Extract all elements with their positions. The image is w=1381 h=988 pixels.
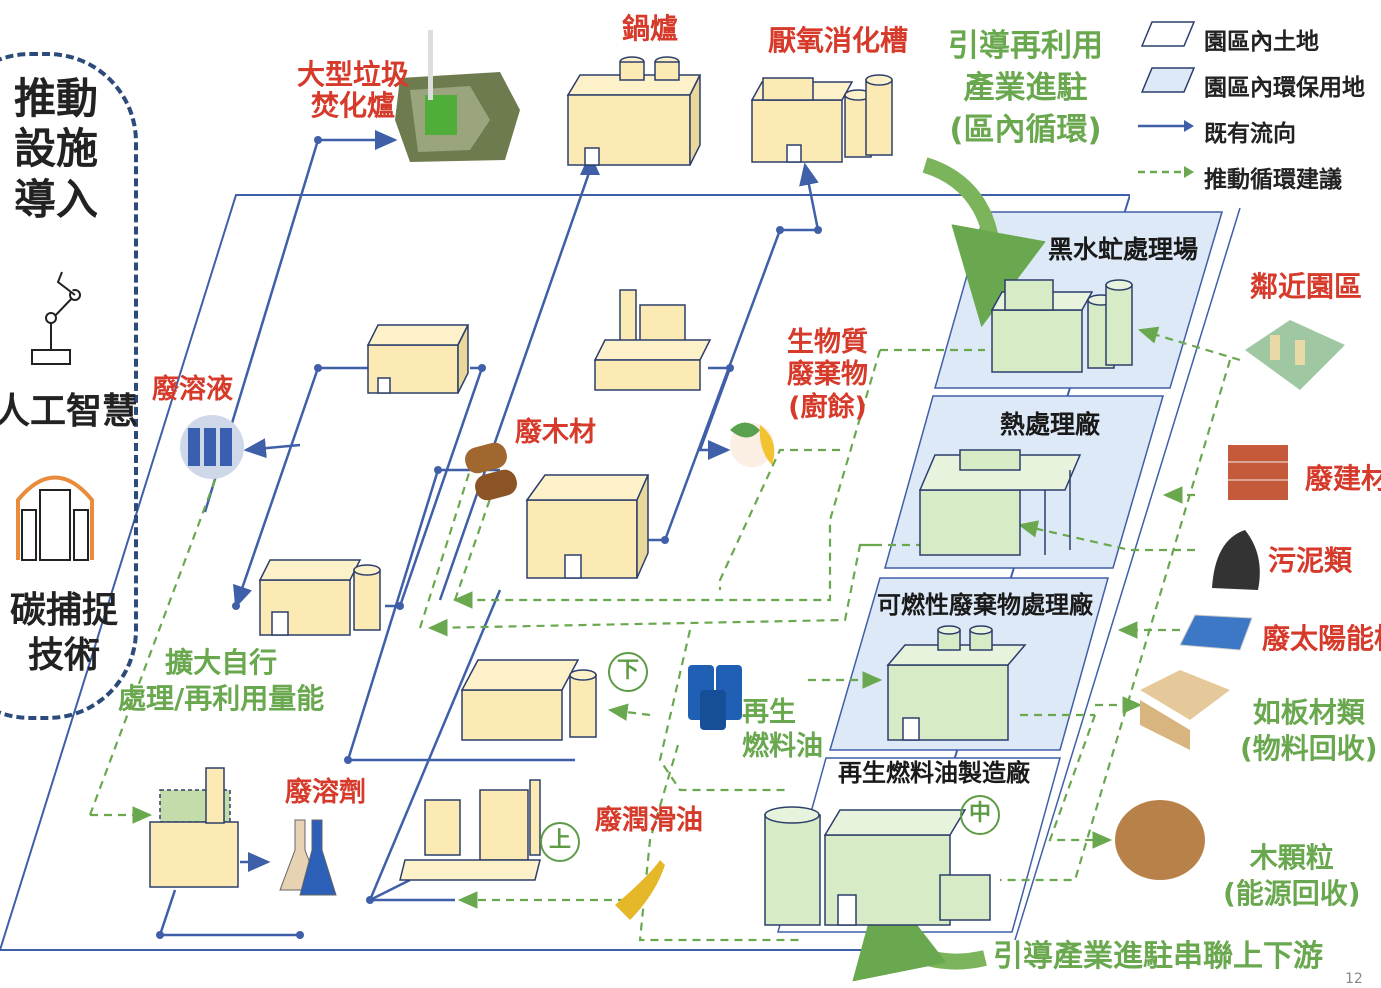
factory-complex [593,289,712,391]
legend-item-proposed-flow: 推動循環建議 [1130,158,1370,193]
anaerobic-label: 厭氧消化槽 [768,24,909,57]
expand-label: 擴大自行 處理/再利用量能 [118,646,325,716]
legend-item-park-land: 園區內土地 [1130,20,1370,55]
guide-label-bottom: 引導產業進駐串聯上下游 [993,939,1323,974]
nearby-park-label: 鄰近園區 [1250,270,1363,303]
plant-heat-title: 熱處理廠 [1000,410,1101,439]
guide-arrow-top [922,157,1046,328]
boiler-building [566,56,702,166]
nearby-park-image [1245,320,1345,390]
plant-regen-fuel-title: 再生燃料油製造廠 [838,759,1030,787]
waste-solvent-flasks [279,819,337,896]
solar-panel-image [1179,614,1253,651]
page-number: 12 [1345,971,1363,987]
incinerator-image [395,30,520,162]
guide-arrow-bottom [852,877,987,982]
carbon-capture-icon [16,475,94,561]
waste-solution-label: 廢溶液 [152,374,233,405]
plant-black-water [990,279,1133,373]
plant-heat [918,449,1082,556]
biomass-food [730,422,775,467]
plant-combustible [886,625,1027,741]
robot-arm-icon [31,271,81,365]
ai-label: 人工智慧 [0,391,139,432]
factory-left-mid [258,559,381,636]
pellets-label: 木顆粒 (能源回收) [1223,841,1361,911]
marker-up: 上 [540,822,580,862]
plant-regen-fuel [764,806,991,926]
factory-up [399,779,541,881]
sludge-image [1212,530,1260,590]
legend-item-eco-land: 園區內環保用地 [1130,66,1370,101]
boards-image [1140,670,1230,750]
regen-oil-drums [688,665,742,730]
factory-down [460,659,597,741]
waste-wood-label: 廢木材 [515,417,596,448]
guide-label-top: 引導再利用 產業進駐 (區內循環) [948,28,1103,148]
solar-panel-label: 廢太陽能板 [1262,622,1381,655]
carbon-capture-label: 碳捕捉 技術 [10,590,119,676]
plant-black-water-title: 黑水虻處理場 [1048,235,1199,264]
waste-lube-label: 廢潤滑油 [595,805,703,836]
waste-wood-logs [465,442,517,501]
waste-lube-oil [615,860,665,920]
construction-waste-image [1228,445,1288,500]
pellets-image [1115,800,1205,880]
factory-mid-top [366,324,470,394]
waste-solution-bottles [180,415,244,479]
biomass-label: 生物質 廢棄物 (廚餘) [787,327,868,423]
waste-solvent-label: 廢溶劑 [285,777,366,808]
legend: 園區內土地 園區內環保用地 既有流向 推動循環建議 [1130,6,1370,202]
legend-item-existing-flow: 既有流向 [1130,112,1370,147]
regen-oil-label: 再生 燃料油 [742,697,823,762]
plant-combustible-title: 可燃性廢棄物處理廠 [877,591,1093,619]
marker-down: 下 [608,652,648,692]
factory-wood [525,474,650,579]
incinerator-label: 大型垃圾 焚化爐 [297,58,410,122]
sludge-label: 污泥類 [1268,544,1353,577]
anaerobic-building [750,74,893,163]
construction-waste-label: 廢建材 [1305,462,1381,495]
factory-carbon [149,767,239,888]
facility-panel-title: 推動 設施 導入 [14,74,99,224]
boards-label: 如板材類 (物料回收) [1240,696,1378,766]
boiler-label: 鍋爐 [622,12,679,45]
marker-mid: 中 [960,795,1000,835]
flow-nodes [156,136,822,939]
